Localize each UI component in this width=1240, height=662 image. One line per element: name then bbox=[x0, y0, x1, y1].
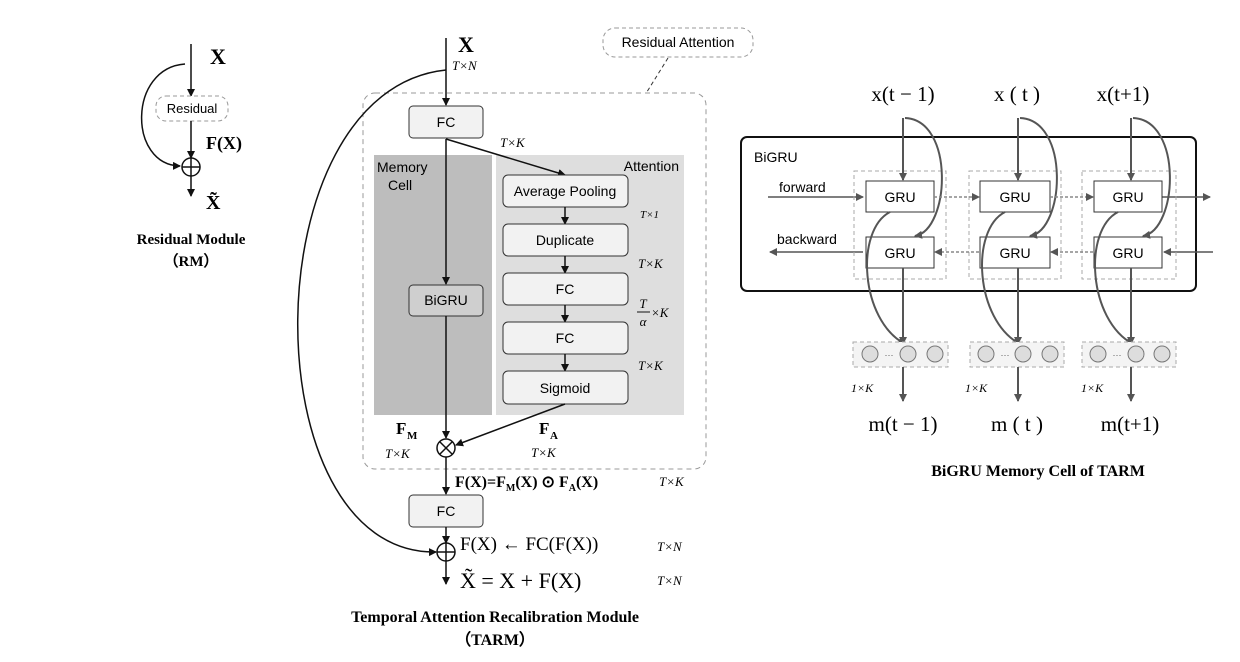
bigru-box-label: BiGRU bbox=[754, 149, 798, 165]
sigmoid-label: Sigmoid bbox=[540, 380, 591, 396]
fc-attention-1-label: FC bbox=[556, 281, 575, 297]
sigmoid-box bbox=[502, 370, 629, 405]
equation-2: F(X) ← FC(F(X)) bbox=[460, 534, 598, 555]
output-m-t: m ( t ) bbox=[991, 412, 1043, 436]
tarm-input-dim: T×N bbox=[452, 58, 478, 73]
fc-top-dim: T×K bbox=[500, 135, 526, 150]
callout-pointer bbox=[644, 57, 669, 96]
avg-pooling-dim: T×1 bbox=[640, 209, 659, 221]
equation-1: F(X)=FM(X) ⊙ FA(X) bbox=[455, 474, 598, 494]
rm-caption-abbrev: （RM） bbox=[164, 252, 219, 270]
tarm-skip-connection bbox=[297, 69, 447, 557]
residual-module: X Residual F(X) X̃ Residual Module （RM） bbox=[137, 44, 246, 270]
fc-bottom-label: FC bbox=[437, 503, 456, 519]
fm-label: F bbox=[396, 419, 406, 438]
rm-output-label: X̃ bbox=[206, 191, 221, 214]
rm-residual-box bbox=[155, 95, 229, 122]
rm-input-label: X bbox=[210, 44, 226, 69]
rm-skip-connection bbox=[140, 63, 186, 170]
fm-sub: M bbox=[407, 430, 418, 442]
input-x-t: x ( t ) bbox=[994, 82, 1040, 106]
out-dim-1: 1×K bbox=[851, 381, 874, 395]
rm-residual-label: Residual bbox=[167, 101, 218, 116]
gru-forward-2-label: GRU bbox=[999, 189, 1030, 205]
forward-label: forward bbox=[779, 179, 826, 195]
bigru-caption: BiGRU Memory Cell of TARM bbox=[931, 463, 1145, 480]
bigru-column-t-minus-1: x(t − 1) GRU GRU ··· 1×K m(t − 1) bbox=[851, 82, 949, 436]
gru-forward-1 bbox=[865, 180, 935, 213]
equation-3: X̃ = X + F(X) bbox=[460, 568, 581, 593]
bigru-memory-cell: BiGRU forward backward x(t − 1) GRU GRU … bbox=[740, 82, 1213, 480]
residual-attention-callout bbox=[602, 27, 754, 58]
svg-text:···: ··· bbox=[885, 350, 894, 360]
rm-fx-label: F(X) bbox=[206, 133, 242, 154]
fc-top-label: FC bbox=[437, 114, 456, 130]
svg-text:···: ··· bbox=[1001, 350, 1010, 360]
gru-backward-3 bbox=[1093, 236, 1163, 269]
gru-forward-3-label: GRU bbox=[1112, 189, 1143, 205]
fa-label: F bbox=[539, 419, 549, 438]
equation-2-dim: T×N bbox=[657, 539, 683, 554]
gru-forward-2 bbox=[979, 180, 1051, 213]
gru-backward-1-label: GRU bbox=[884, 245, 915, 261]
fc-att2-dim: T×K bbox=[638, 358, 664, 373]
memory-cell-label: Memory bbox=[377, 159, 428, 175]
tarm-caption: Temporal Attention Recalibration Module bbox=[351, 609, 639, 626]
fa-dim: T×K bbox=[531, 445, 557, 460]
sigmoid-to-multiply-arrow bbox=[455, 403, 566, 447]
bigru-column-t-plus-1: x(t+1) GRU GRU ··· 1×K m(t+1) bbox=[1081, 82, 1177, 436]
tarm-caption-abbrev: （TARM） bbox=[455, 631, 535, 649]
input-x-t-minus-1: x(t − 1) bbox=[871, 82, 934, 106]
average-pooling-label: Average Pooling bbox=[514, 183, 616, 199]
tarm-module: Residual Attention Memory Cell Attention… bbox=[297, 27, 754, 649]
backward-label: backward bbox=[777, 231, 837, 247]
rm-caption: Residual Module bbox=[137, 232, 246, 248]
svg-text:···: ··· bbox=[1113, 350, 1122, 360]
fm-dim: T×K bbox=[385, 446, 411, 461]
equation-1-dim: T×K bbox=[659, 474, 685, 489]
input-x-t-plus-1: x(t+1) bbox=[1097, 82, 1150, 106]
duplicate-label: Duplicate bbox=[536, 232, 595, 248]
bigru-label: BiGRU bbox=[424, 292, 468, 308]
gru-backward-3-label: GRU bbox=[1112, 245, 1143, 261]
fa-sub: A bbox=[550, 430, 558, 442]
gru-backward-2-label: GRU bbox=[999, 245, 1030, 261]
fc-att1-dim-num: T bbox=[639, 296, 647, 311]
equation-3-dim: T×N bbox=[657, 573, 683, 588]
bigru-column-t: x ( t ) GRU GRU ··· 1×K m ( t ) bbox=[965, 82, 1065, 436]
gru-forward-3 bbox=[1093, 180, 1163, 213]
residual-attention-label: Residual Attention bbox=[622, 34, 735, 50]
memory-cell-label-2: Cell bbox=[388, 177, 412, 193]
duplicate-dim: T×K bbox=[638, 256, 664, 271]
gru-backward-1 bbox=[865, 236, 935, 269]
fc-top-box bbox=[408, 105, 484, 139]
fc-att1-dim-den: α bbox=[640, 314, 648, 329]
fc-to-attention-arrow bbox=[445, 138, 566, 177]
attention-label: Attention bbox=[624, 158, 679, 174]
out-dim-2: 1×K bbox=[965, 381, 988, 395]
output-m-t-minus-1: m(t − 1) bbox=[869, 412, 938, 436]
fc-att1-dim-tail: ×K bbox=[651, 305, 670, 320]
out-dim-3: 1×K bbox=[1081, 381, 1104, 395]
gru-forward-1-label: GRU bbox=[884, 189, 915, 205]
tarm-input-label: X bbox=[458, 32, 474, 57]
fc-attention-2-label: FC bbox=[556, 330, 575, 346]
output-m-t-plus-1: m(t+1) bbox=[1101, 412, 1160, 436]
